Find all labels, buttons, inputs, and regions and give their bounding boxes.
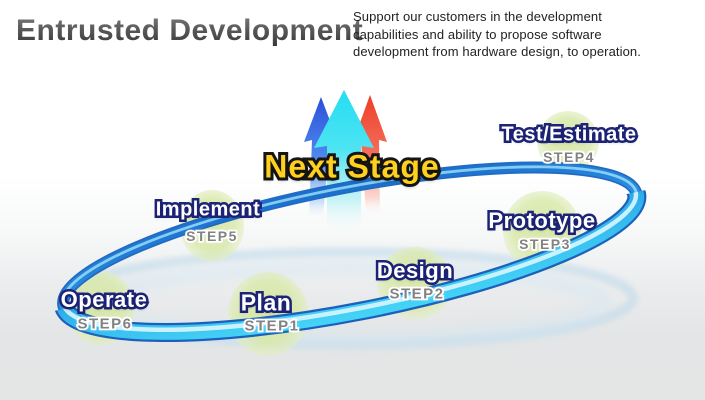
description-line: Support our customers in the development [353, 9, 602, 24]
step-label-design: Design [374, 256, 455, 286]
step-label-implement: Implement [153, 196, 262, 223]
step-label-plan: Plan [238, 287, 293, 318]
up-arrow-cyan-icon [314, 90, 374, 233]
step-number-plan: STEP1 [243, 316, 300, 337]
step-label-test-estimate: Test/Estimate [499, 121, 639, 148]
step-number-test-estimate: STEP4 [541, 147, 595, 167]
page-description: Support our customers in the development… [353, 8, 641, 61]
step-number-design: STEP2 [388, 284, 445, 305]
next-stage-banner: Next Stage [261, 146, 441, 188]
description-line: capabilities and ability to propose soft… [353, 26, 602, 42]
step-number-prototype: STEP3 [517, 234, 571, 254]
step-circle-test [537, 111, 599, 173]
step-number-operate: STEP6 [76, 314, 133, 335]
step-label-prototype: Prototype [486, 206, 598, 236]
step-number-implement: STEP5 [184, 226, 238, 246]
description-line: development from hardware design, to ope… [353, 44, 641, 59]
step-label-operate: Operate [58, 285, 149, 315]
page-title: Entrusted Development [16, 14, 364, 47]
